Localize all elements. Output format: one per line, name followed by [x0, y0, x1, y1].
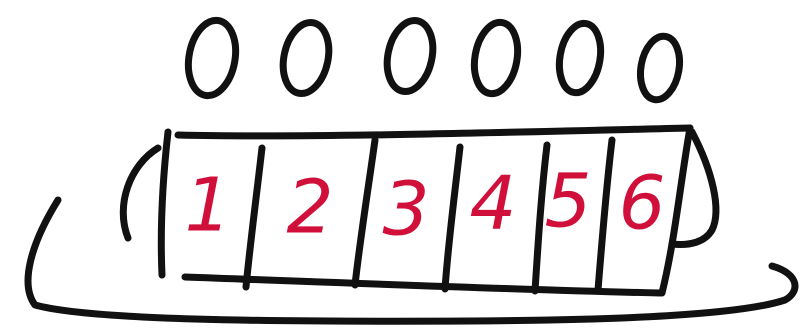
strip-bottom-edge	[185, 277, 660, 293]
slot-1	[183, 17, 241, 100]
slot-5	[554, 20, 606, 96]
cell-divider-2	[355, 140, 375, 285]
strip-left-edge	[161, 132, 168, 275]
cell-digit-6: 6	[618, 161, 665, 247]
cell-digit-4: 4	[469, 161, 516, 247]
cell-digit-2: 2	[286, 165, 333, 251]
cell-digit-3: 3	[382, 167, 429, 253]
strip-right-edge	[662, 128, 690, 293]
slot-3	[381, 16, 439, 96]
loop-left-arc	[123, 148, 158, 238]
slot-4	[469, 19, 523, 97]
cell-digit-5: 5	[544, 159, 591, 245]
strip-top-edge	[178, 128, 690, 136]
cell-divider-5	[598, 140, 612, 290]
slot-2	[277, 18, 335, 98]
slot-row	[183, 16, 685, 103]
cell-divider-1	[246, 148, 262, 287]
cell-digit-1: 1	[184, 163, 231, 249]
cell-divider-3	[445, 147, 460, 289]
slot-6	[636, 33, 685, 103]
